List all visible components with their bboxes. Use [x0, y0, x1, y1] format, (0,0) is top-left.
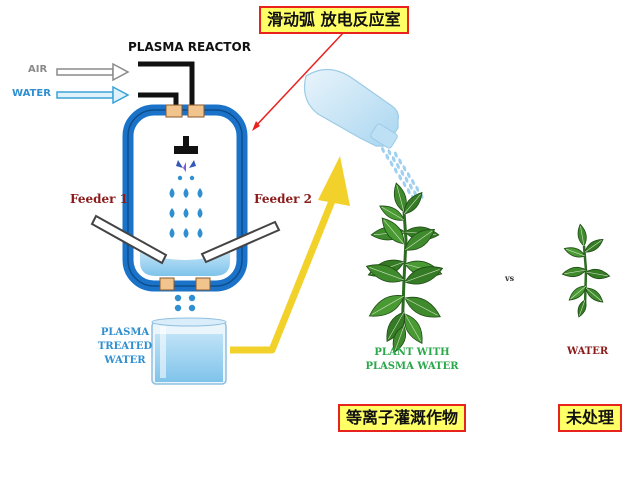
- stream-drop: [411, 178, 415, 186]
- mist-droplet: [189, 175, 195, 181]
- stream-drop: [391, 156, 396, 163]
- stream-drop: [408, 183, 413, 190]
- water-droplet: [183, 208, 189, 218]
- reactor-callout-label: 滑动弧 放电反应室: [259, 6, 409, 34]
- plasma-nozzle: [174, 136, 198, 172]
- inlet-pipes: [138, 61, 195, 108]
- leaf-vein: [394, 325, 405, 351]
- leaf-vein: [404, 297, 438, 316]
- yellow-flow-arrow: [230, 156, 350, 354]
- leaf-vein: [396, 185, 405, 213]
- water-droplet: [197, 228, 203, 238]
- leaf-vein: [579, 299, 586, 316]
- mist-droplet: [177, 175, 183, 181]
- leaf-vein: [404, 230, 433, 251]
- output-drops: [174, 294, 196, 312]
- reactor-vessel: [122, 104, 248, 292]
- stream-drop: [393, 151, 398, 158]
- feeder-2-label: Feeder 2: [254, 192, 313, 206]
- feeder-1-label: Feeder 1: [70, 192, 129, 206]
- stream-drop: [402, 181, 407, 188]
- stream-drop: [400, 169, 405, 176]
- stream-drop: [404, 176, 409, 183]
- treated-water-beaker: [151, 317, 227, 385]
- water-input-label: WATER: [12, 88, 51, 99]
- leaf-vein: [369, 267, 405, 281]
- water-droplet: [183, 228, 189, 238]
- control-water-label: WATER: [567, 346, 609, 357]
- stream-drop: [406, 172, 411, 179]
- stream-drop: [389, 160, 394, 167]
- callout-pointer-head: [252, 121, 260, 131]
- water-droplet: [169, 228, 175, 238]
- air-arrow: [56, 62, 130, 82]
- treated-plant: [365, 182, 444, 353]
- stream-drop: [398, 158, 403, 165]
- stream-drop: [381, 146, 385, 154]
- leaf-vein: [404, 269, 440, 283]
- leaf-vein: [585, 271, 608, 277]
- reactor-title: PLASMA REACTOR: [128, 40, 251, 54]
- leaf-vein: [388, 311, 405, 340]
- callout-pointer: [253, 31, 345, 129]
- leaf-vein: [381, 206, 405, 221]
- vs-label: vs: [505, 273, 515, 283]
- leaf-vein: [383, 219, 405, 245]
- treated-water-label-line3: WATER: [104, 355, 146, 366]
- leaf-vein: [585, 287, 602, 302]
- leaf-vein: [565, 248, 586, 257]
- water-droplet: [169, 188, 175, 198]
- leaf-vein: [564, 269, 587, 275]
- leaf-vein: [570, 285, 587, 300]
- treated-water-label-line1: PLASMA: [100, 327, 150, 338]
- untreated-cn-label: 未处理: [558, 404, 623, 432]
- water-droplet: [197, 188, 203, 198]
- plant-with-plasma-label: PLANT WITH PLASMA WATER: [362, 346, 462, 374]
- treated-water-label-line2: TREATED: [97, 341, 153, 352]
- water-droplet: [197, 208, 203, 218]
- treated-crop-cn-label: 等离子灌溉作物: [338, 404, 467, 432]
- stream-drop: [406, 188, 411, 195]
- treated-water-label: PLASMA TREATED WATER: [94, 326, 156, 368]
- leaf-vein: [580, 226, 585, 247]
- plant-label-line1: PLANT WITH: [374, 347, 450, 358]
- water-droplets: [169, 175, 203, 238]
- air-label: AIR: [28, 64, 48, 75]
- water-droplet: [183, 188, 189, 198]
- water-droplet: [169, 208, 175, 218]
- stream-drop: [396, 162, 400, 170]
- stream-drop: [415, 185, 420, 192]
- leaf-vein: [404, 313, 421, 342]
- stream-drop: [385, 153, 390, 160]
- stream-drop: [387, 149, 392, 156]
- feeder-tubes: [90, 214, 281, 265]
- leaf-vein: [584, 240, 602, 253]
- plant-label-line2: PLASMA WATER: [365, 361, 459, 372]
- stream-drop: [398, 174, 403, 181]
- leaf-vein: [371, 295, 405, 315]
- stream-drop: [393, 167, 398, 174]
- water-arrow: [56, 85, 130, 105]
- stream-drop: [402, 165, 407, 172]
- control-plant: [561, 223, 611, 318]
- pouring-bottle: [303, 68, 399, 149]
- leaf-vein: [403, 194, 421, 215]
